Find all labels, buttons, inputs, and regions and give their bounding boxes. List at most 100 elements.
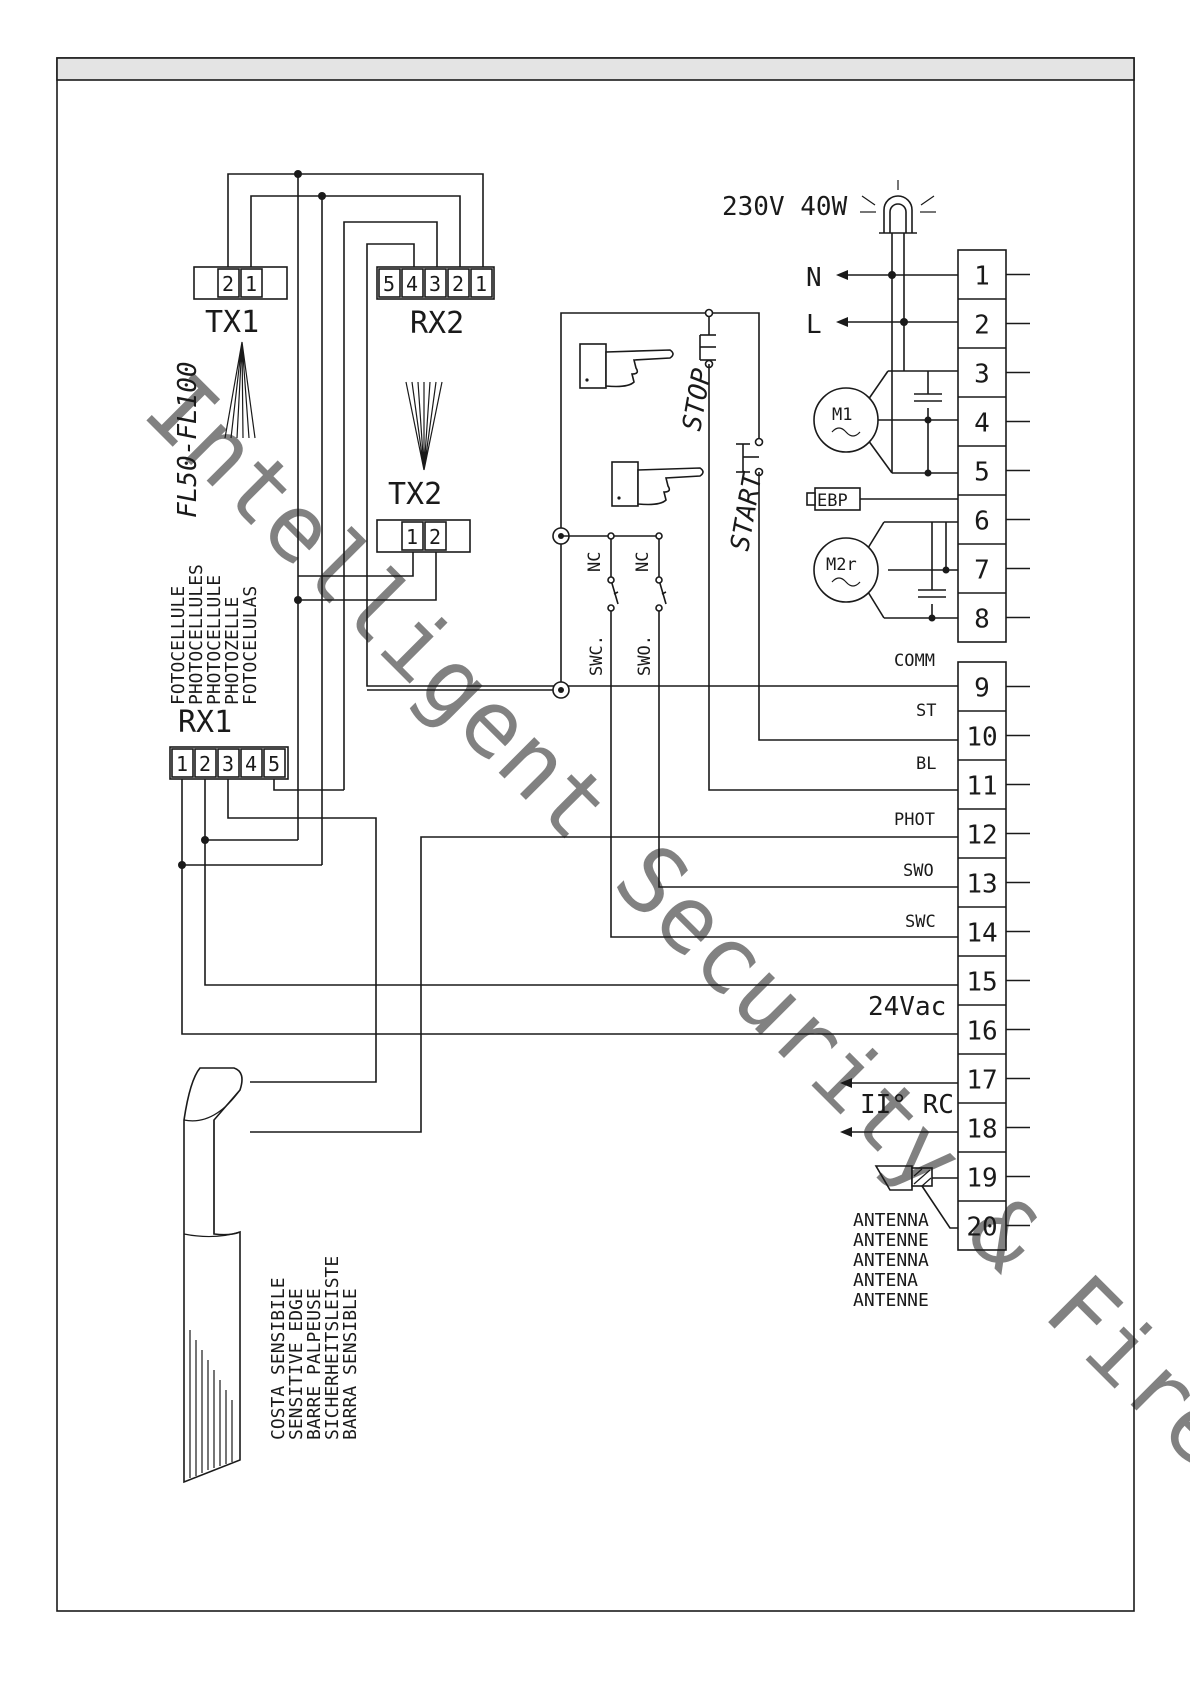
control-wiring: [367, 308, 958, 938]
motor-m1: [813, 275, 958, 477]
antenna-icon: [874, 1165, 958, 1229]
antenna-label-de: ANTENNE: [853, 1290, 929, 1311]
rx1-pin-5: 5: [268, 752, 280, 776]
title-strip: [56, 57, 1135, 81]
edge-label-es: BARRA SENSIBLE: [340, 1288, 361, 1440]
tx1-label: TX1: [205, 305, 259, 340]
photocell-labels: FOTOCELLULE PHOTOCELLULES PHOTOCELLULE P…: [168, 564, 261, 705]
terminal-number: 8: [974, 605, 990, 635]
hand-start-icon: [611, 461, 704, 507]
label-st: ST: [916, 701, 936, 721]
start-label: START: [725, 470, 768, 554]
edge-label-en: SENSITIVE EDGE: [286, 1288, 307, 1440]
terminal-number: 14: [966, 919, 997, 949]
terminal-number: 19: [966, 1164, 997, 1194]
terminal-number: 4: [974, 409, 990, 439]
rx2-pin-4: 4: [406, 272, 418, 296]
nc-label-swc: NC: [585, 552, 605, 572]
tx2-pin-2: 2: [429, 525, 441, 549]
antenna-label-es: ANTENA: [853, 1270, 918, 1291]
nc-label-swo: NC: [633, 552, 653, 572]
sensitive-edge-icon: [183, 1067, 243, 1484]
rx1-pin-4: 4: [245, 752, 257, 776]
stop-label: STOP: [677, 366, 717, 433]
photocell-label-en: PHOTOCELLULE: [204, 575, 225, 705]
brake-label: EBP: [817, 491, 848, 511]
tx2-label: TX2: [388, 477, 442, 512]
swc-label: SWC.: [587, 635, 607, 676]
beam-tx1-icon: [224, 341, 256, 439]
photocell-label-es: FOTOCELULAS: [240, 586, 261, 705]
terminal-number: 12: [966, 821, 997, 851]
rx1-label: RX1: [178, 705, 232, 740]
terminal-number: 13: [966, 870, 997, 900]
label-neutral: N: [806, 263, 822, 293]
edge-label-fr: BARRE PALPEUSE: [304, 1288, 325, 1440]
antenna-label-it: ANTENNA: [853, 1210, 929, 1231]
tx2-connector: [376, 519, 471, 553]
rx1-connector: [169, 746, 289, 780]
terminal-number: 17: [966, 1066, 997, 1096]
lamp-rating: 230V 40W: [722, 192, 848, 222]
tx2-pin-1: 1: [406, 525, 418, 549]
terminal-number: 10: [966, 723, 997, 753]
rx1-pin-2: 2: [199, 752, 211, 776]
terminal-number: 11: [966, 772, 997, 802]
photocell-wiring: [178, 170, 958, 1133]
brake-ebp: [806, 487, 958, 511]
label-phot: PHOT: [894, 810, 935, 830]
antenna-label-en: ANTENNA: [853, 1250, 929, 1271]
terminal-number: 5: [974, 458, 990, 488]
terminal-number: 9: [974, 674, 990, 704]
edge-label-it: COSTA SENSIBILE: [268, 1277, 289, 1440]
label-line: L: [806, 310, 822, 340]
terminal-number: 20: [966, 1213, 997, 1243]
rx1-pin-1: 1: [176, 752, 188, 776]
terminal-number: 1: [974, 262, 990, 292]
terminal-number: 3: [974, 360, 990, 390]
tx1-connector: [193, 266, 288, 300]
photocell-model: FL50-FL100: [173, 361, 203, 518]
beam-tx2-icon: [405, 381, 443, 471]
rx2-pin-3: 3: [429, 272, 441, 296]
label-rc: II° RC: [860, 1090, 954, 1120]
photocell-label-it: FOTOCELLULE: [168, 586, 189, 705]
lamp-icon: [860, 180, 936, 234]
rx2-pin-2: 2: [452, 272, 464, 296]
label-24vac: 24Vac: [868, 992, 946, 1022]
terminal-number: 7: [974, 556, 990, 586]
rx1-pin-3: 3: [222, 752, 234, 776]
photocell-label-fr: PHOTOCELLULES: [186, 564, 207, 705]
rx2-connector: [376, 266, 495, 300]
rx2-label: RX2: [410, 306, 464, 341]
terminal-number: 15: [966, 968, 997, 998]
swo-label: SWO.: [635, 635, 655, 676]
label-swo: SWO: [903, 861, 934, 881]
label-comm: COMM: [894, 651, 935, 671]
terminal-stubs: [1006, 273, 1030, 1227]
terminal-number: 2: [974, 311, 990, 341]
tx1-pin-2: 2: [222, 272, 234, 296]
terminal-cells: [958, 298, 1006, 1202]
edge-label-de: SICHERHEITSLEISTE: [322, 1256, 343, 1440]
motor-m2r-label: M2r: [826, 555, 857, 575]
rc-wiring: [840, 1078, 958, 1137]
label-bl: BL: [916, 754, 936, 774]
terminal-number: 16: [966, 1017, 997, 1047]
photocell-label-de: PHOTOZELLE: [222, 597, 243, 705]
antenna-labels: ANTENNA ANTENNE ANTENNA ANTENA ANTENNE: [853, 1210, 929, 1311]
tx1-pin-1: 1: [245, 272, 257, 296]
motor-m1-label: M1: [832, 405, 852, 425]
terminal-number: 6: [974, 507, 990, 537]
terminal-number: 18: [966, 1115, 997, 1145]
mains-wiring: [836, 233, 958, 327]
rx2-pin-5: 5: [383, 272, 395, 296]
label-swc: SWC: [905, 912, 936, 932]
antenna-label-fr: ANTENNE: [853, 1230, 929, 1251]
hand-stop-icon: [579, 343, 674, 389]
motor-m2r: [813, 521, 958, 622]
rx2-pin-1: 1: [475, 272, 487, 296]
